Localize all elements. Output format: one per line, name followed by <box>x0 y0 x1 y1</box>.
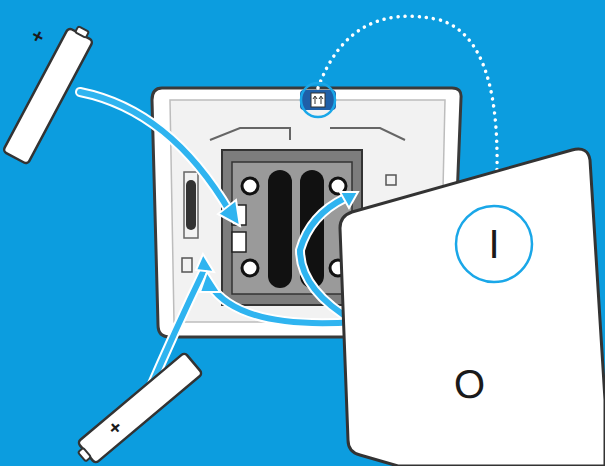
front-cover <box>340 149 605 466</box>
arrow-heads <box>196 192 358 292</box>
on-symbol: I <box>488 224 499 264</box>
battery-top <box>3 22 96 164</box>
off-symbol: O <box>452 362 487 405</box>
dotted-link <box>318 16 497 196</box>
battery-plus: + <box>28 24 48 47</box>
icon-circle <box>301 83 335 117</box>
battery-bottom <box>73 352 203 466</box>
insert-arrows <box>80 92 355 400</box>
